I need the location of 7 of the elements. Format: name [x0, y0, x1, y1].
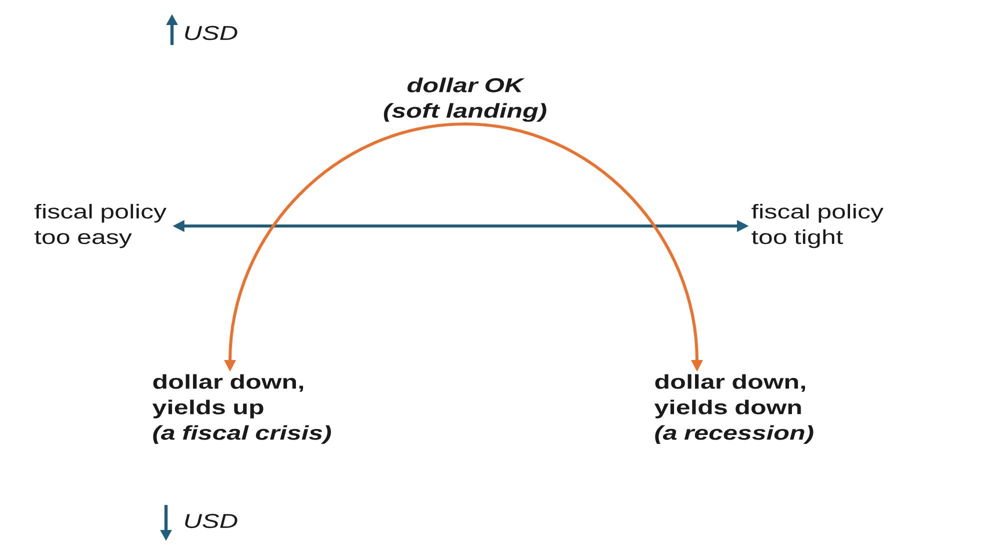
currency-label: USD [185, 26, 238, 40]
policy-label: fiscal policy too easy [34, 204, 166, 248]
policy-label: fiscal policy too tight [752, 204, 884, 248]
scenario-label: dollar down, yields up (a fiscal crisis) [152, 374, 331, 444]
currency-label: USD [185, 514, 238, 528]
scenario-label: dollar down, yields down (a recession) [654, 374, 814, 444]
scenario-label: dollar OK (soft landing) [384, 78, 546, 122]
